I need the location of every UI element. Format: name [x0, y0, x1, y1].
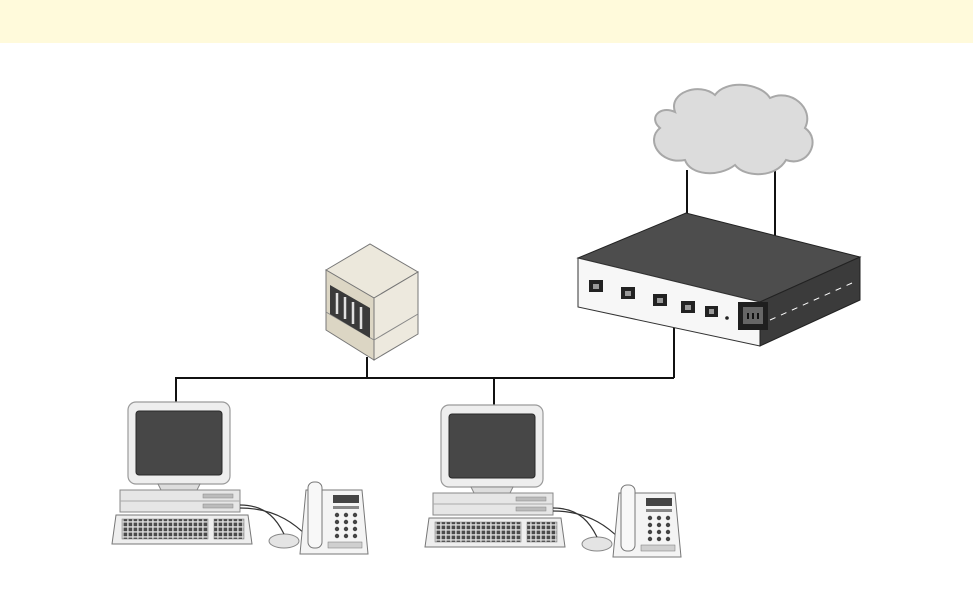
cloud-icon	[654, 85, 813, 174]
workstation-1	[112, 402, 368, 554]
router-port-4	[681, 301, 695, 313]
router-port-3	[653, 294, 667, 306]
router-port-1	[589, 280, 603, 292]
router-port-2	[621, 287, 635, 299]
workstation-2	[425, 405, 681, 557]
router-icon	[578, 213, 860, 346]
lan-bus	[176, 378, 674, 402]
router-port-5	[705, 306, 718, 317]
router-power-inlet	[738, 302, 768, 330]
server-icon	[326, 244, 418, 360]
